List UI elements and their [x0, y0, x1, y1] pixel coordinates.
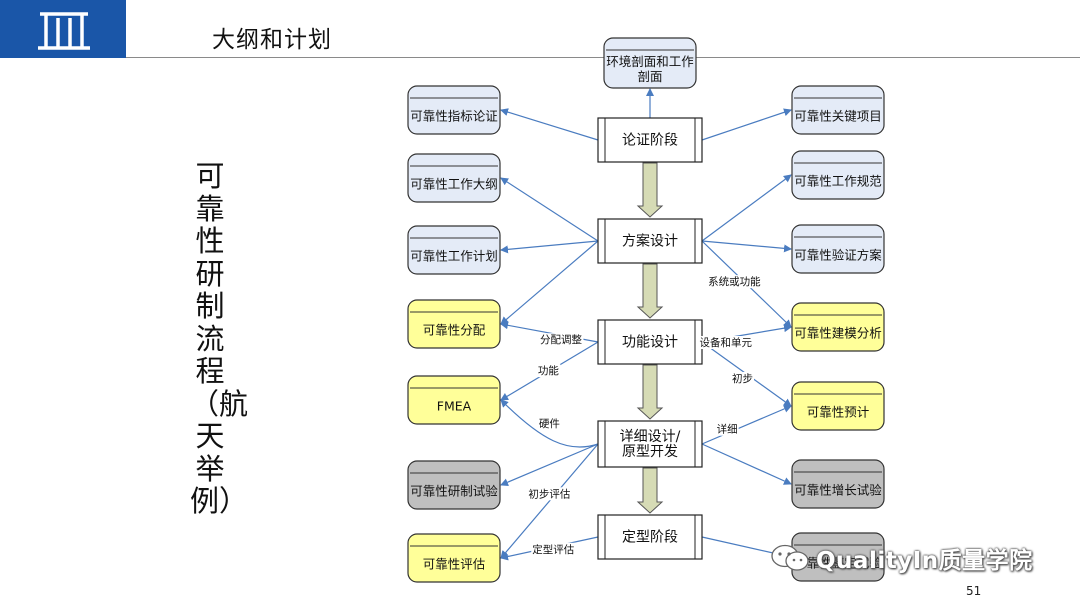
- output-label: 可靠性鉴定试验: [794, 556, 882, 571]
- edge-label: 硬件: [539, 418, 560, 430]
- edge-label: 分配调整: [540, 333, 582, 346]
- output-label: 可靠性建模分析: [794, 326, 882, 341]
- stage-box-s5: 定型阶段: [597, 514, 703, 560]
- output-box-r2: 可靠性工作规范: [791, 150, 885, 200]
- stage-label: 功能设计: [622, 335, 678, 351]
- output-label: 可靠性工作大纲: [410, 177, 498, 192]
- header-divider: [126, 57, 1080, 58]
- output-label: 可靠性评估: [423, 557, 486, 572]
- connector-arrow: [701, 443, 792, 485]
- output-box-l5: FMEA: [407, 375, 501, 425]
- output-label: 可靠性验证方案: [794, 248, 882, 263]
- edge-label-bg: [715, 422, 739, 436]
- edge-label-bg: [731, 372, 754, 385]
- stage-box-s2: 方案设计: [597, 218, 703, 264]
- edge-label: 功能: [538, 364, 559, 377]
- output-label: 可靠性研制试验: [410, 484, 498, 499]
- page-number: 51: [966, 584, 982, 598]
- stage-label: 论证阶段: [622, 133, 678, 149]
- edge-label-bg: [527, 487, 572, 501]
- output-label: 可靠性关键项目: [794, 109, 882, 124]
- connector-arrow: [701, 405, 792, 445]
- edge-label: 设备和单元: [700, 336, 753, 349]
- output-box-l7: 可靠性评估: [407, 533, 501, 583]
- connector-arrow: [500, 399, 599, 448]
- output-box-l3: 可靠性工作计划: [407, 225, 501, 275]
- edge-label-bg: [698, 336, 754, 349]
- edge-label: 系统或功能: [708, 275, 761, 288]
- connector-arrow: [500, 443, 599, 486]
- connector-arrow: [500, 108, 599, 141]
- wechat-icon: [771, 544, 809, 571]
- connector-arrow: [500, 240, 599, 254]
- output-label: FMEA: [437, 399, 472, 414]
- edge-label: 初步: [732, 372, 753, 385]
- page-title: 大纲和计划: [212, 27, 332, 53]
- output-box-r6: 可靠性增长试验: [791, 459, 885, 509]
- output-box-r3: 可靠性验证方案: [791, 224, 885, 274]
- edge-label-bg: [538, 333, 584, 347]
- edge-label-bg: [707, 275, 763, 289]
- stage-label: 详细设计/原型开发: [620, 429, 681, 460]
- output-label: 可靠性工作计划: [410, 249, 498, 264]
- edge-label-bg: [537, 418, 561, 431]
- watermark: QualityIn质量学院: [770, 541, 1033, 575]
- connector-arrow: [500, 240, 599, 325]
- stage-flow-arrow: [636, 364, 664, 420]
- output-label: 环境剖面和工作剖面: [606, 54, 694, 84]
- edge-label-bg: [536, 364, 561, 378]
- output-box-r1: 可靠性关键项目: [791, 85, 885, 135]
- watermark-text: QualityIn质量学院: [816, 548, 1033, 574]
- stage-flow-arrow: [636, 467, 664, 514]
- stage-box-s3: 功能设计: [597, 319, 703, 365]
- logo-block: [0, 0, 126, 58]
- stage-box-s1: 论证阶段: [597, 117, 703, 163]
- connector-arrow: [500, 443, 599, 559]
- connector-arrow: [701, 240, 792, 253]
- output-box-l6: 可靠性研制试验: [407, 460, 501, 510]
- edge-label: 详细: [717, 423, 738, 436]
- output-label: 可靠性指标论证: [410, 109, 498, 124]
- output-label: 可靠性增长试验: [794, 483, 882, 498]
- stage-flow-arrow: [636, 162, 664, 218]
- edge-label: 定型评估: [532, 543, 574, 556]
- connector-arrow: [701, 108, 792, 141]
- stage-label: 方案设计: [622, 233, 678, 250]
- output-box-l4: 可靠性分配: [407, 299, 501, 349]
- output-box-r4: 可靠性建模分析: [791, 302, 885, 352]
- edge-label: 初步评估: [528, 487, 570, 500]
- stage-box-s4: 详细设计/原型开发: [597, 420, 703, 468]
- output-box-l2: 可靠性工作大纲: [407, 153, 501, 203]
- output-box-l1: 可靠性指标论证: [407, 85, 501, 135]
- connector-arrow: [701, 174, 792, 242]
- output-box-r5: 可靠性预计: [791, 381, 885, 431]
- output-box-o_top: 环境剖面和工作剖面: [603, 37, 697, 89]
- stage-label: 定型阶段: [622, 530, 678, 546]
- logo-icon: [38, 12, 90, 50]
- output-label: 可靠性分配: [423, 323, 486, 338]
- output-label: 可靠性工作规范: [794, 174, 882, 189]
- output-label: 可靠性预计: [807, 405, 870, 420]
- edge-label-bg: [531, 542, 576, 556]
- stage-flow-arrow: [636, 263, 664, 319]
- connector-arrow: [500, 177, 599, 242]
